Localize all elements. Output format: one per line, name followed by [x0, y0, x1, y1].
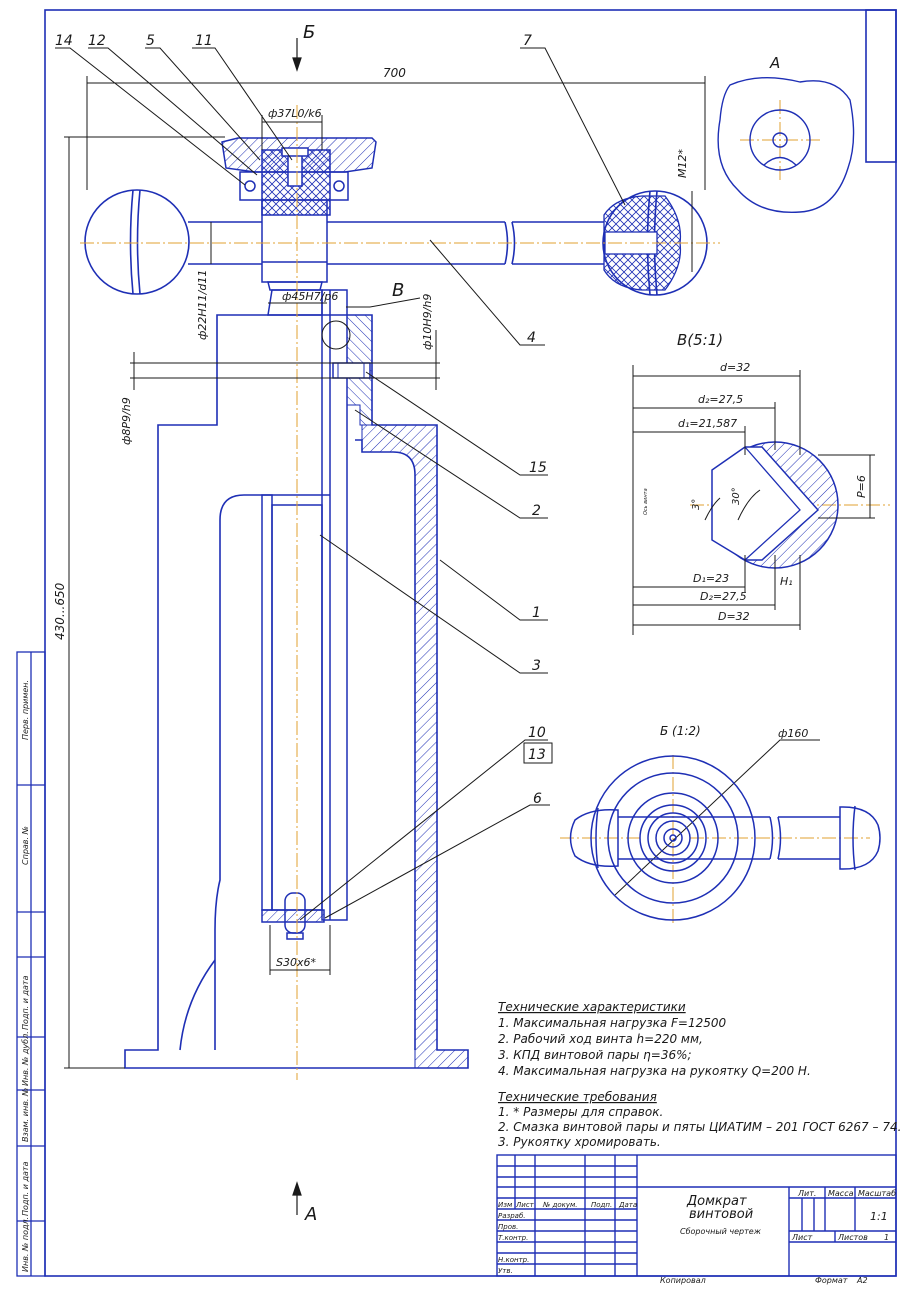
tech-characteristics-heading: Технические характеристики — [498, 1000, 686, 1014]
col-docnum: № докум. — [542, 1201, 578, 1209]
sheets-value: 1 — [884, 1233, 889, 1242]
tech-characteristics-line: 1. Максимальная нагрузка F=12500 — [498, 1016, 727, 1030]
callout-13: 13 — [528, 747, 546, 763]
title-block — [496, 1154, 897, 1277]
dimension-lines — [64, 76, 706, 1069]
head-assembly — [221, 137, 377, 316]
row-tkontr: Т.контр. — [498, 1234, 528, 1242]
section-b — [569, 755, 881, 921]
dim-section-dia: ф160 — [778, 727, 808, 740]
callout-3: 3 — [532, 658, 541, 674]
stamp-sprav-no: Справ. № — [21, 826, 30, 865]
format-label: Формат — [815, 1276, 848, 1285]
view-arrows — [292, 38, 302, 1215]
dim-pin-fit: ф10H9/h9 — [421, 294, 434, 350]
scale-value: 1:1 — [870, 1210, 888, 1223]
sheet-frame — [44, 9, 897, 1277]
callout-11: 11 — [195, 33, 213, 49]
sheet-label: Лист — [791, 1233, 813, 1242]
detail-v-dims — [632, 365, 875, 635]
callout-6: 6 — [533, 791, 542, 807]
thread-d: d=32 — [720, 361, 750, 374]
callout-14: 14 — [55, 33, 73, 49]
col-list: Лист — [515, 1201, 535, 1209]
tech-requirements-line: 3. Рукоятку хромировать. — [498, 1135, 661, 1149]
section-b-title: Б (1:2) — [660, 724, 701, 738]
copied-label: Копировал — [660, 1276, 706, 1285]
row-utv: Утв. — [498, 1267, 513, 1275]
thread-angle-big: 30° — [731, 487, 742, 505]
row-nkontr: Н.контр. — [498, 1256, 529, 1264]
lit-label: Лит. — [797, 1189, 816, 1198]
tech-characteristics-line: 3. КПД винтовой пары η=36%; — [498, 1048, 692, 1062]
thread-D: D=32 — [718, 610, 750, 623]
view-a — [717, 76, 855, 214]
thread-pitch: P=6 — [855, 475, 868, 498]
callout-12: 12 — [88, 33, 106, 49]
detail-v — [711, 441, 839, 569]
detail-v-circle — [321, 320, 351, 350]
dim-handle-thread: M12* — [676, 149, 689, 178]
detail-v-label: В — [392, 280, 404, 301]
dim-pin-fit2: ф8P9/h9 — [120, 397, 133, 445]
drawing-text: Б А А В В(5:1) Б (1:2) 14 12 5 11 7 4 15… — [53, 22, 901, 1285]
tech-requirements-line: 2. Смазка винтовой пары и пяты ЦИАТИМ – … — [498, 1120, 901, 1134]
callout-7: 7 — [523, 33, 532, 49]
side-stamp-labels: Перв. примен. Справ. № Подп. и дата Инв.… — [21, 680, 30, 1272]
row-razrab: Разраб. — [498, 1212, 526, 1220]
callout-2: 2 — [532, 503, 541, 519]
thread-D1: D₁=23 — [693, 572, 729, 585]
doc-type: Сборочный чертеж — [680, 1227, 762, 1236]
callout-5: 5 — [146, 33, 155, 49]
col-izm: Изм — [498, 1201, 513, 1209]
title-line-2: винтовой — [689, 1207, 753, 1222]
col-sign: Подп. — [591, 1201, 612, 1209]
thread-d1: d₁=21,587 — [678, 417, 737, 430]
view-a-marker: А — [304, 1204, 317, 1225]
tech-requirements-heading: Технические требования — [498, 1090, 657, 1104]
side-stamp — [16, 651, 46, 1277]
mass-label: Масса — [828, 1189, 854, 1198]
view-a-title: А — [769, 54, 780, 72]
stamp-vzam-inv: Взам. инв. № — [21, 1088, 30, 1142]
thread-h1: H₁ — [780, 575, 793, 588]
title-line-1: Домкрат — [686, 1194, 747, 1209]
centerlines — [80, 100, 890, 1080]
stamp-podp-data-2: Подп. и дата — [21, 1161, 30, 1216]
tech-requirements-line: 1. * Размеры для справок. — [498, 1105, 663, 1119]
tech-characteristics-line: 4. Максимальная нагрузка на рукоятку Q=2… — [498, 1064, 811, 1078]
dim-handle-dia: ф22H11/d11 — [196, 270, 209, 340]
bottom-washer-hatch — [262, 910, 324, 922]
callout-1: 1 — [532, 605, 541, 621]
stamp-inv-podl: Инв. № подл. — [21, 1217, 30, 1272]
thread-D2: D₂=27,5 — [700, 590, 747, 603]
row-prov: Пров. — [498, 1223, 518, 1231]
callout-15: 15 — [529, 460, 547, 476]
thread-d2: d₂=27,5 — [698, 393, 743, 406]
thread-angle-small: 3° — [691, 499, 702, 510]
dim-overall-width: 700 — [383, 66, 406, 80]
tech-characteristics-line: 2. Рабочий ход винта h=220 мм, — [498, 1032, 703, 1046]
thread-axis-note: Ось винта — [643, 488, 649, 515]
view-b-marker: Б — [303, 22, 315, 43]
stamp-perv-primen: Перв. примен. — [21, 680, 30, 740]
leader-lines — [55, 47, 820, 921]
detail-v-title: В(5:1) — [677, 331, 723, 349]
base-body-section-hatch — [361, 424, 469, 1069]
format-value: А2 — [856, 1276, 868, 1285]
dim-fit-body: ф45H7/p6 — [282, 290, 338, 303]
callout-10: 10 — [528, 725, 546, 741]
sheets-label: Листов — [837, 1233, 868, 1242]
stamp-inv-dubl: Инв. № дубл. — [21, 1031, 30, 1086]
screw — [261, 289, 348, 940]
stamp-podp-data-1: Подп. и дата — [21, 975, 30, 1030]
dim-overall-height: 430...650 — [53, 582, 67, 640]
dim-bottom-key: S30x6* — [276, 956, 316, 969]
col-date: Дата — [618, 1201, 637, 1209]
dim-fit-top: ф37L0/k6 — [268, 107, 322, 120]
callout-4: 4 — [527, 330, 536, 346]
scale-label: Масштаб — [858, 1189, 896, 1198]
